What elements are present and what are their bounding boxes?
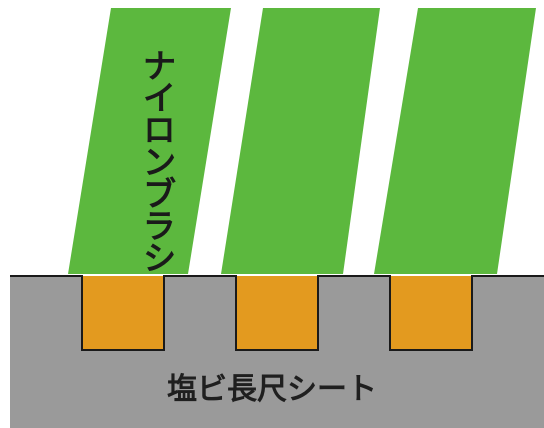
groove-1 [82, 276, 164, 350]
sheet-label: 塩ビ長尺シート [167, 372, 377, 407]
sheet-outline [10, 275, 544, 351]
groove-2 [236, 276, 318, 350]
brush-strip-2 [221, 8, 380, 274]
brush-strip-1 [68, 8, 231, 274]
brush-strip-3 [374, 8, 536, 274]
brush-label: ナイロンブラシ [136, 48, 176, 272]
groove-3 [390, 276, 472, 350]
vinyl-sheet [10, 276, 544, 428]
